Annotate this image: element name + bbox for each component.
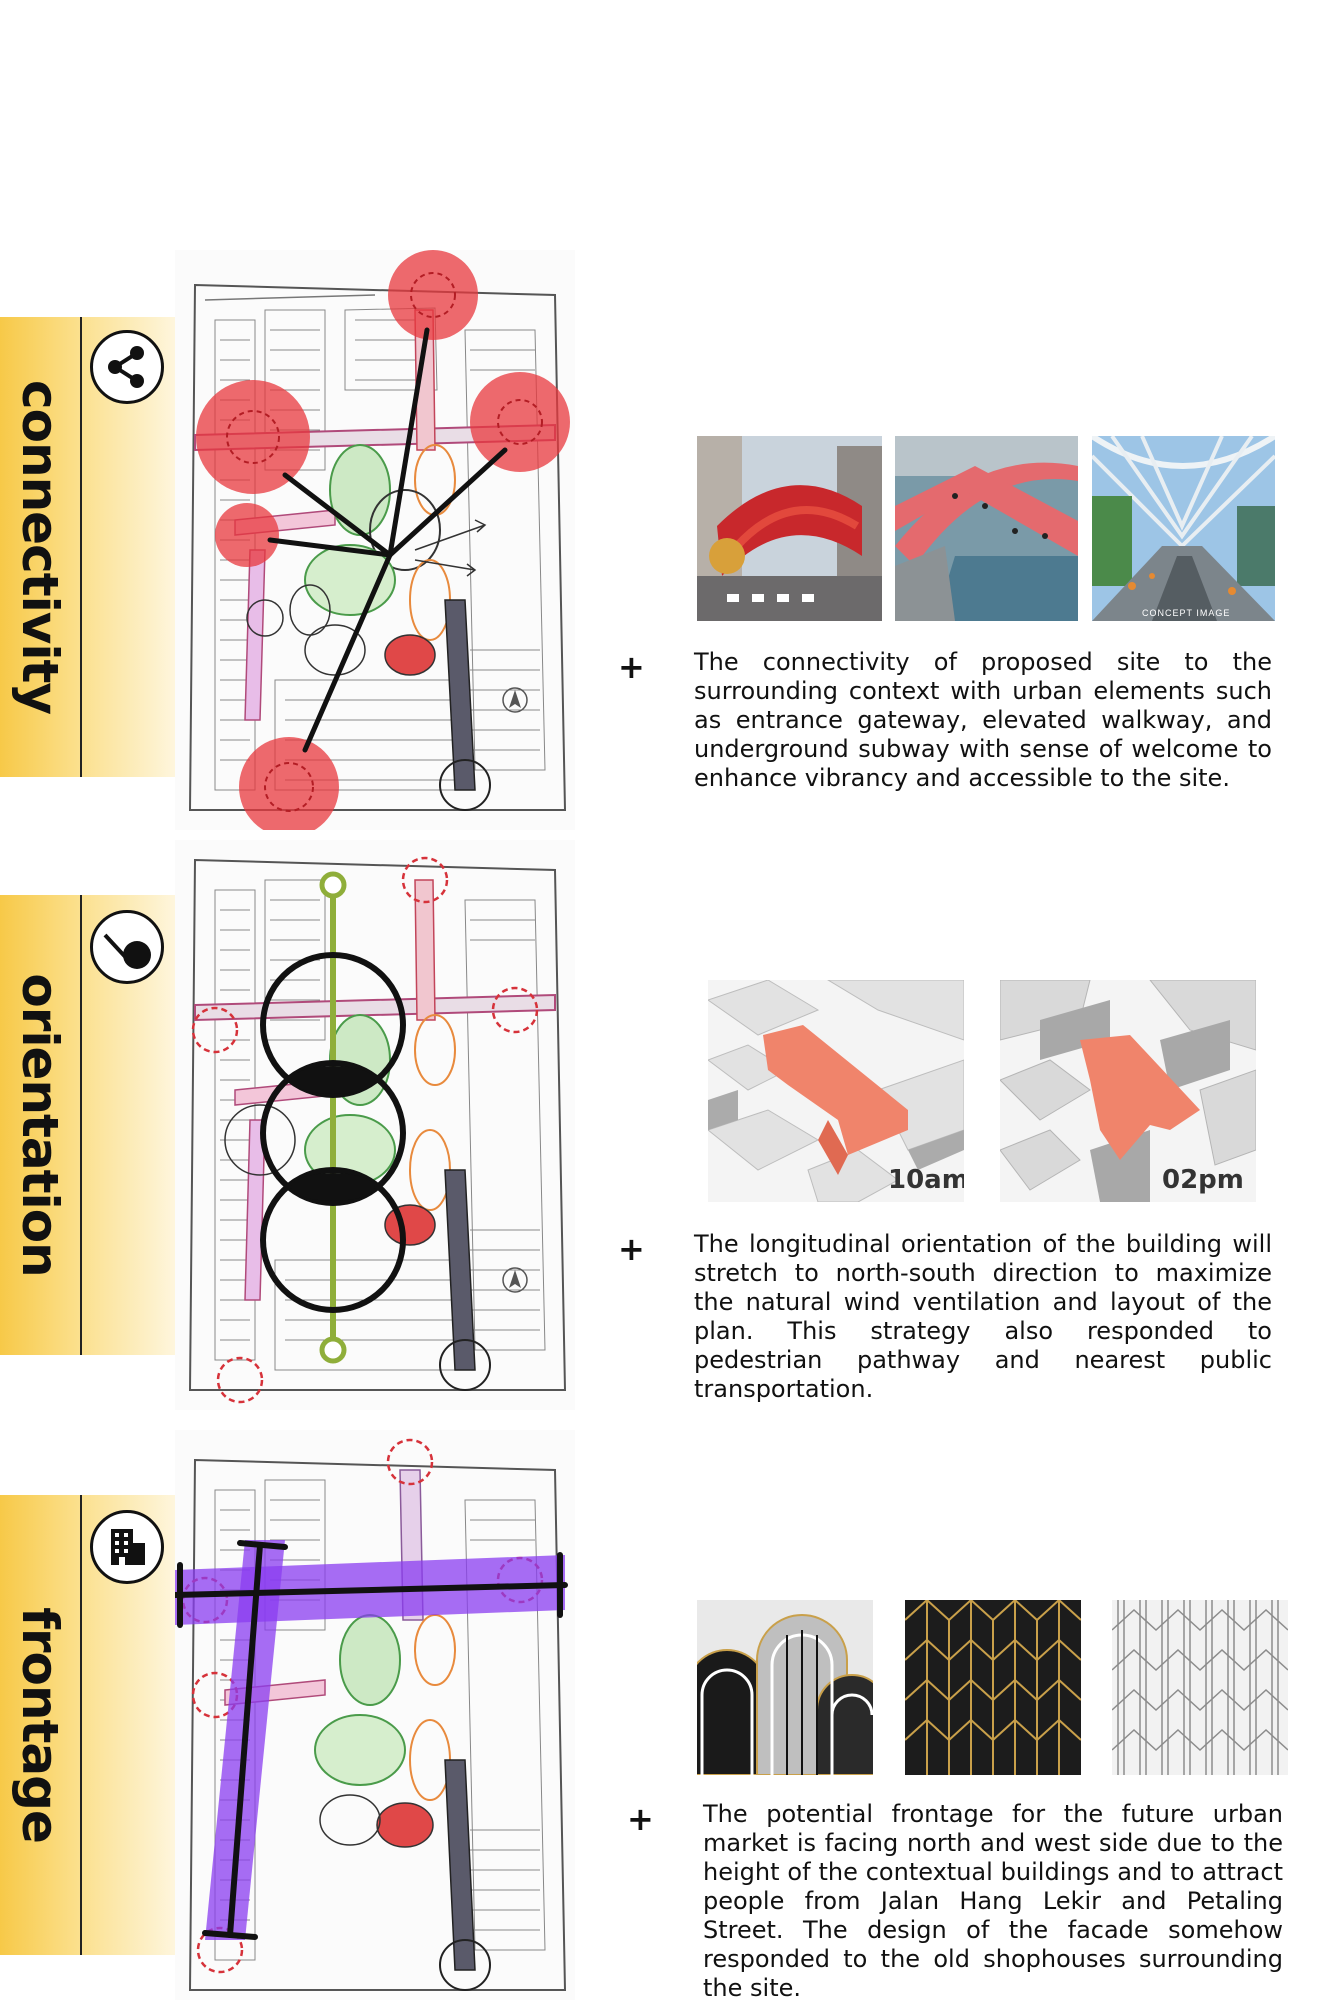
connectivity-description: The connectivity of proposed site to the… [694, 648, 1272, 792]
concept-photo-elevated-walkway [895, 436, 1078, 621]
sun-study-02pm: 02pm [1000, 980, 1256, 1202]
connectivity-label: connectivity [11, 380, 69, 714]
frontage-label: frontage [11, 1607, 69, 1843]
connectivity-site-plan [175, 250, 575, 837]
sun-time-10am: 10am [888, 1165, 964, 1195]
frontage-site-plan [172, 1430, 575, 2000]
orientation-site-plan [175, 840, 575, 1410]
orientation-plus: + [618, 1230, 645, 1268]
sun-time-02pm: 02pm [1162, 1165, 1244, 1195]
share-icon [90, 330, 164, 404]
sun-orientation-icon [90, 910, 164, 984]
concept-photo-gateway [697, 436, 882, 621]
tab-divider [80, 317, 82, 777]
tab-divider [80, 1495, 82, 1955]
frontage-plus: + [627, 1800, 654, 1838]
connectivity-section: connectivity [0, 0, 1319, 837]
orientation-description: The longitudinal orientation of the buil… [694, 1230, 1272, 1403]
orientation-section: orientation [0, 830, 1319, 1430]
concept-image-caption: CONCEPT IMAGE [1142, 608, 1231, 618]
frontage-description: The potential frontage for the future ur… [703, 1800, 1283, 2002]
tab-divider [80, 895, 82, 1355]
orientation-label: orientation [11, 973, 69, 1277]
facade-pattern-art-deco-gold [905, 1600, 1081, 1775]
facade-pattern-grey-lattice [1112, 1600, 1288, 1775]
connectivity-plus: + [618, 648, 645, 686]
building-icon [90, 1510, 164, 1584]
facade-pattern-arches [697, 1600, 873, 1775]
concept-photo-underground-subway: CONCEPT IMAGE [1092, 436, 1275, 621]
sun-study-10am: 10am [708, 980, 964, 1202]
frontage-section: frontage [0, 1430, 1319, 2002]
